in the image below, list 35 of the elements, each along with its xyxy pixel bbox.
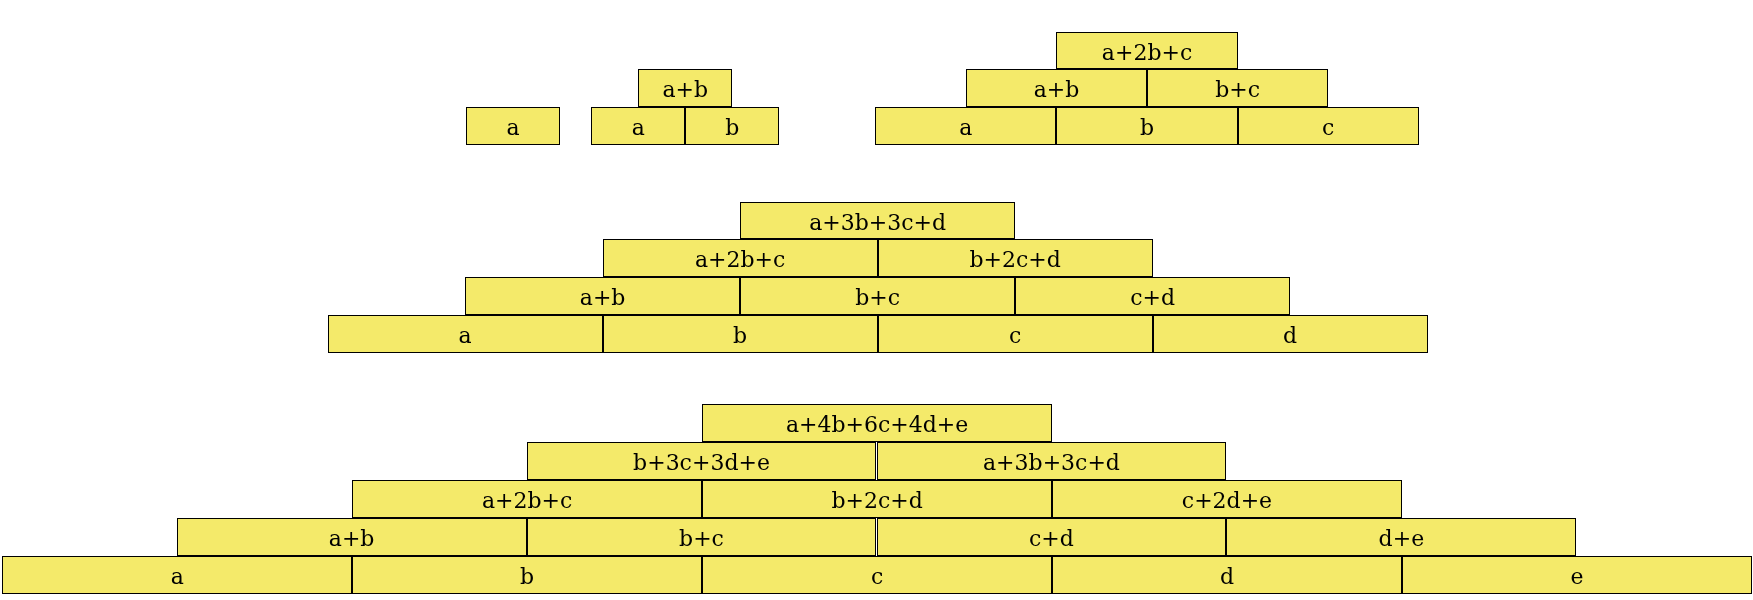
brick: c+d — [876, 517, 1227, 556]
brick: a+3b+3c+d — [740, 202, 1016, 240]
brick: a — [2, 555, 353, 594]
brick: a+b — [176, 517, 527, 556]
brick: c — [702, 555, 1052, 594]
brick: a — [327, 315, 603, 354]
brick: e — [1401, 555, 1752, 594]
brick: b+2c+d — [877, 239, 1153, 278]
brick: b+3c+3d+e — [526, 441, 877, 480]
brick: c+d — [1015, 277, 1291, 316]
brick: b+2c+d — [702, 479, 1052, 518]
brick: a+b — [638, 69, 733, 108]
brick: b+c — [740, 277, 1016, 316]
brick: c — [1237, 107, 1419, 146]
brick: a — [591, 107, 686, 146]
brick: a+4b+6c+4d+e — [702, 403, 1052, 442]
brick: a+b — [965, 69, 1148, 108]
brick: a — [466, 107, 561, 146]
brick: c+2d+e — [1052, 479, 1402, 518]
brick: b — [1056, 107, 1238, 146]
brick: a+b — [465, 277, 741, 316]
brick: b+c — [526, 517, 877, 556]
brick: d — [1052, 555, 1402, 594]
brick: a+2b+c — [1056, 32, 1238, 70]
brick: d — [1152, 315, 1428, 354]
brick: b+c — [1147, 69, 1329, 108]
brick: a+3b+3c+d — [876, 441, 1227, 480]
brick: a — [875, 107, 1057, 146]
brick: c — [877, 315, 1153, 354]
brick: b — [602, 315, 878, 354]
brick: b — [352, 555, 703, 594]
brick: d+e — [1226, 517, 1577, 556]
brick: a+2b+c — [352, 479, 703, 518]
brick: b — [685, 107, 780, 146]
brick: a+2b+c — [602, 239, 878, 278]
